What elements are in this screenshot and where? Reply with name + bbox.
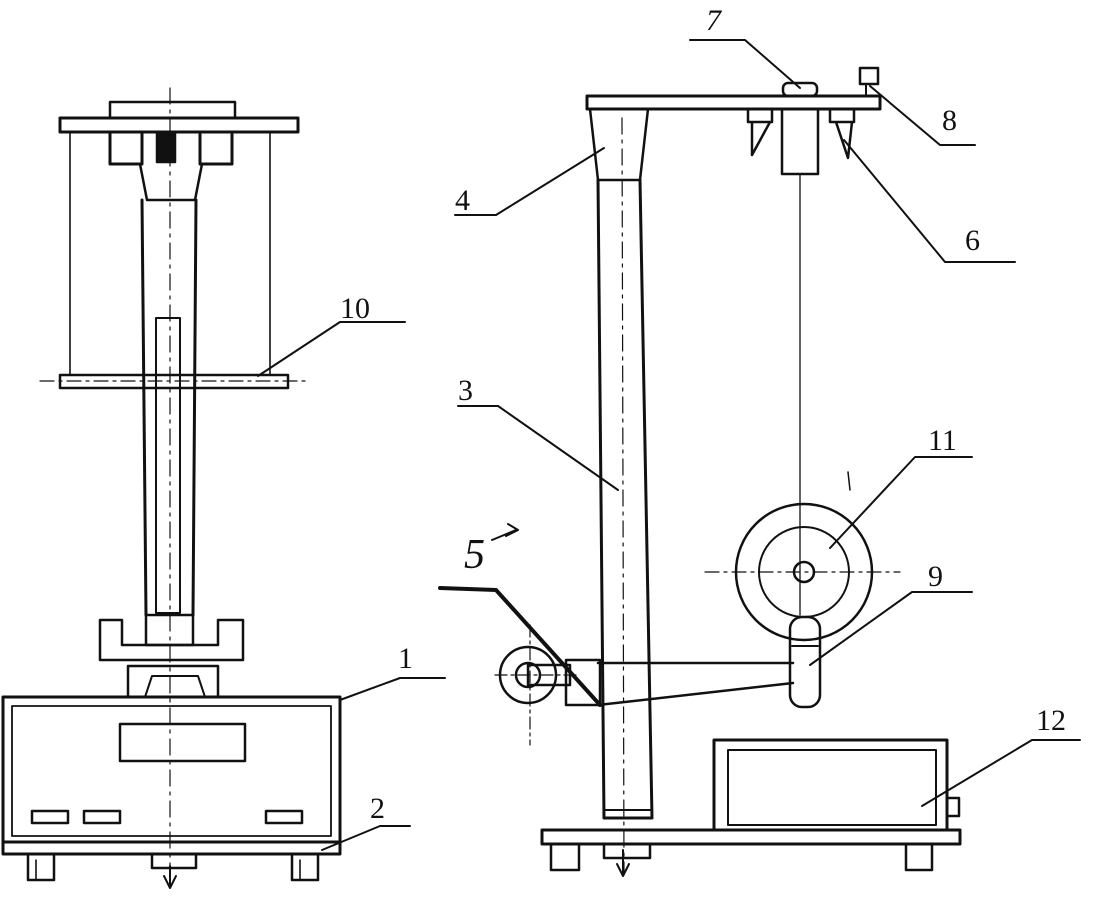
front-button-1: [30, 809, 70, 825]
front-column-right: [191, 198, 198, 617]
side-hanger-rod: [780, 107, 820, 176]
side-motor-box: [712, 738, 949, 832]
front-clamp-left: [108, 130, 144, 166]
leader-2: [321, 825, 411, 851]
label-5: 5: [464, 532, 485, 578]
front-funnel: [138, 162, 204, 202]
label-11: 11: [928, 424, 957, 457]
front-foot-right: [290, 852, 320, 882]
side-column: [596, 178, 654, 820]
label-8: 8: [942, 104, 957, 137]
side-knife-left: [746, 107, 774, 157]
label-7: 7: [706, 4, 723, 37]
leader-7: [689, 39, 801, 89]
side-foot-right: [904, 842, 934, 872]
label-3: 3: [458, 374, 473, 407]
label-12: 12: [1036, 704, 1066, 737]
front-button-2: [82, 809, 122, 825]
label-10: 10: [340, 292, 370, 325]
leader-1: [339, 677, 446, 701]
front-clamp-right: [198, 130, 234, 166]
side-crank: [438, 586, 602, 707]
leader-10: [257, 321, 406, 377]
front-arrow: [163, 865, 177, 889]
front-column-left: [140, 198, 148, 617]
front-column-slot: [155, 317, 181, 614]
leader-9: [809, 591, 973, 666]
label-1: 1: [398, 642, 413, 675]
side-motor-box-inner: [727, 749, 937, 826]
leader-lines: [257, 39, 1081, 851]
front-top-plate: [58, 116, 300, 134]
side-knob: [781, 81, 819, 98]
front-foot-center: [150, 852, 198, 870]
leader-8: [869, 85, 976, 146]
side-column-axis: [621, 117, 625, 876]
leader-11: [829, 456, 973, 549]
front-top-block: [108, 100, 237, 120]
label-2: 2: [370, 792, 385, 825]
side-funnel: [588, 107, 650, 182]
leader-6: [843, 139, 1016, 263]
front-mount: [126, 664, 220, 699]
front-fork-bracket: [98, 618, 245, 662]
leader-4: [454, 147, 605, 216]
front-sensor: [155, 130, 177, 164]
side-foot-center: [602, 842, 652, 860]
front-button-3: [264, 809, 304, 825]
label-9: 9: [928, 560, 943, 593]
label-6: 6: [965, 224, 980, 257]
front-mount-inner: [144, 675, 206, 698]
leader-12: [921, 739, 1081, 807]
front-display-window: [118, 722, 247, 763]
part-labels: 1 2 10 3 4 5 7 8 6 11 9 12: [340, 4, 1066, 825]
side-motor-knob: [945, 796, 961, 818]
side-view: [438, 66, 962, 877]
side-top-plate: [585, 94, 882, 111]
side-foot-left: [549, 842, 581, 872]
front-fork-center: [144, 613, 195, 647]
side-base-plate: [540, 828, 962, 846]
side-arrow: [616, 849, 630, 877]
leader-3: [457, 405, 619, 491]
side-roller-block: [788, 615, 822, 709]
label-4: 4: [455, 184, 470, 217]
side-knife-right: [828, 107, 856, 160]
side-crank-arrow: [491, 523, 519, 541]
side-pulley-tick: [847, 471, 851, 491]
side-roller-inner: [514, 661, 542, 689]
front-control-box-inner: [11, 705, 332, 837]
side-clamp-screw: [858, 66, 880, 86]
front-view: [1, 87, 342, 889]
front-control-box: [1, 695, 342, 844]
front-base-plate: [1, 840, 342, 856]
front-foot-left: [26, 852, 56, 882]
side-lower-arm: [596, 661, 795, 707]
